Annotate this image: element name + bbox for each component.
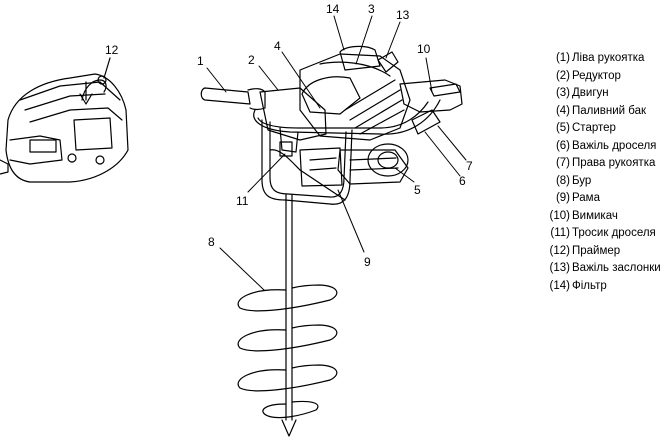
legend-num: (13) <box>549 262 570 274</box>
right-handle <box>399 79 463 135</box>
legend-num: (10) <box>549 209 570 222</box>
legend-label: Права рукоятка <box>572 157 656 169</box>
legend-item: (11)Тросик дроселя <box>548 225 664 243</box>
legend-num: (8) <box>555 174 570 187</box>
legend-label: Двигун <box>572 87 609 99</box>
legend-label: Вимикач <box>572 209 618 222</box>
callout-1: 1 <box>197 54 204 68</box>
legend-item: (10)Вимикач <box>548 208 664 226</box>
legend-item: (8)Бур <box>548 173 664 191</box>
legend-item: (9)Рама <box>548 190 664 208</box>
legend-label: Паливний бак <box>572 104 647 117</box>
legend-item: (6)Важіль дроселя <box>548 138 664 156</box>
legend-num: (9) <box>555 192 570 204</box>
legend-item: (4)Паливний бак <box>548 103 664 121</box>
callout-6: 6 <box>459 174 466 188</box>
leader-lines <box>206 15 467 291</box>
parts-legend: (1)Ліва рукоятка (2)Редуктор (3)Двигун (… <box>548 50 664 295</box>
legend-label: Фільтр <box>572 279 607 292</box>
starter <box>367 143 409 177</box>
callout-10: 10 <box>417 42 431 56</box>
legend-label: Важіль заслонки <box>572 262 661 274</box>
callout-8: 8 <box>208 235 215 249</box>
legend-item: (13)Важіль заслонки <box>548 260 664 278</box>
callout-12: 12 <box>105 43 119 57</box>
legend-label: Стартер <box>572 122 616 134</box>
legend-label: Рама <box>572 192 600 204</box>
callout-14: 14 <box>326 2 340 16</box>
legend-label: Тросик дроселя <box>572 227 656 239</box>
legend-num: (3) <box>555 87 570 99</box>
legend-label: Праймер <box>572 244 621 257</box>
legend-item: (7)Права рукоятка <box>548 155 664 173</box>
legend-item: (5)Стартер <box>548 120 664 138</box>
primer-inset <box>0 57 129 183</box>
legend-item: (1)Ліва рукоятка <box>548 50 664 68</box>
legend-num: (12) <box>549 244 570 257</box>
legend-num: (4) <box>555 104 570 117</box>
legend-label: Важіль дроселя <box>572 139 657 152</box>
legend-num: (6) <box>555 139 570 152</box>
legend-num: (14) <box>549 279 570 292</box>
legend-num: (11) <box>550 227 570 239</box>
legend-item: (2)Редуктор <box>548 68 664 86</box>
callout-4: 4 <box>274 39 281 53</box>
legend-item: (14)Фільтр <box>548 278 664 296</box>
callout-2: 2 <box>248 53 255 67</box>
legend-num: (1) <box>555 52 570 64</box>
callout-9: 9 <box>364 255 371 269</box>
legend-num: (5) <box>555 122 570 134</box>
left-handle <box>200 87 266 111</box>
legend-item: (12)Праймер <box>548 243 664 261</box>
legend-num: (2) <box>555 69 570 82</box>
engine <box>299 53 411 187</box>
callout-13: 13 <box>396 8 410 22</box>
callout-5: 5 <box>414 183 421 197</box>
throttle-cable <box>269 149 301 171</box>
callout-11: 11 <box>236 194 249 208</box>
legend-label: Бур <box>572 174 592 187</box>
air-filter <box>339 45 381 71</box>
auger-bit <box>237 194 338 437</box>
handle-bar <box>253 99 441 135</box>
fuel-tank <box>301 76 361 115</box>
legend-num: (7) <box>555 157 570 169</box>
callout-7: 7 <box>466 159 473 173</box>
callout-3: 3 <box>368 2 375 16</box>
callout-labels: 1 2 3 4 5 6 7 8 9 10 11 12 13 14 <box>105 2 473 269</box>
legend-item: (3)Двигун <box>548 85 664 103</box>
legend-label: Редуктор <box>572 69 621 82</box>
legend-label: Ліва рукоятка <box>572 52 645 64</box>
